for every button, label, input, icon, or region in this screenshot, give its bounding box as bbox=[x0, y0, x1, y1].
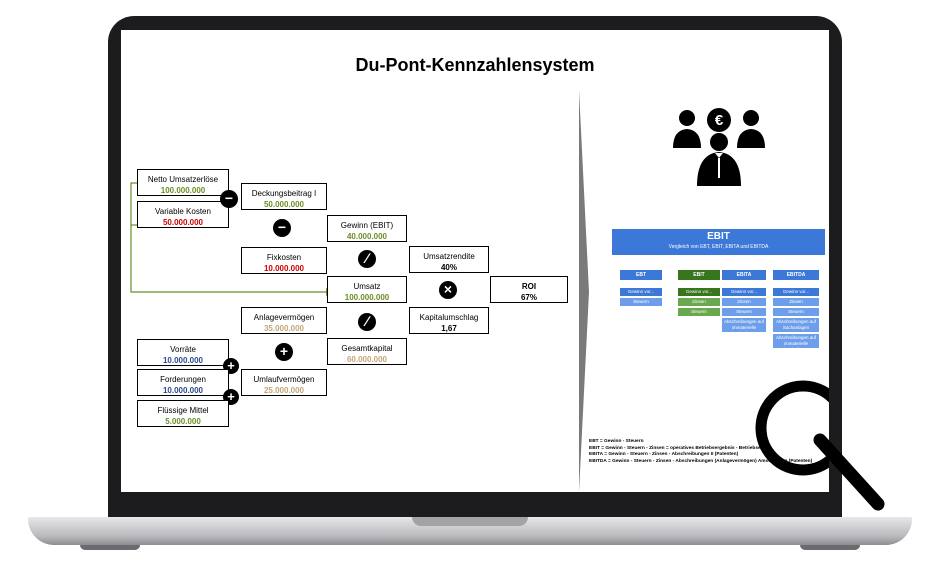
ebit-cell: Abschreibungen auf Sachanlagen bbox=[773, 318, 819, 332]
ebit-cell: Zinsen bbox=[722, 298, 766, 306]
ebit-header: EBIT Vergleich von EBT, EBIT, EBITA und … bbox=[612, 229, 825, 255]
box-forderungen: Forderungen 10.000.000 bbox=[137, 369, 229, 396]
ebit-cell: Steuern bbox=[722, 308, 766, 316]
ebit-cell: Steuern bbox=[620, 298, 662, 306]
ebit-cell: Zinsen bbox=[678, 298, 720, 306]
box-fixkosten: Fixkosten 10.000.000 bbox=[241, 247, 327, 274]
box-netto-umsatzerloese: Netto Umsatzerlöse 100.000.000 bbox=[137, 169, 229, 196]
ebit-cell: Steuern bbox=[678, 308, 720, 316]
laptop-screen: Du-Pont-Kennzahlensystem Netto Umsatzerl… bbox=[121, 30, 829, 492]
ebit-cell: Steuern bbox=[773, 308, 819, 316]
box-fluessige-mittel: Flüssige Mittel 5.000.000 bbox=[137, 400, 229, 427]
ebit-cell: Abschreibungen auf immaterielle Wirtscha… bbox=[722, 318, 766, 336]
ebit-column-header-ebt: EBT bbox=[620, 270, 662, 280]
minus-operator-icon: − bbox=[273, 219, 291, 237]
svg-text:€: € bbox=[715, 112, 724, 129]
ebit-cell: Gewinn vor... bbox=[678, 288, 720, 296]
ebit-column-header-ebita: EBITA bbox=[722, 270, 766, 280]
ebit-column-header-ebitda: EBITDA bbox=[773, 270, 819, 280]
minus-operator-icon: − bbox=[220, 190, 238, 208]
ebit-cell: Zinsen bbox=[773, 298, 819, 306]
magnifier-icon bbox=[755, 380, 829, 476]
box-vorraete: Vorräte 10.000.000 bbox=[137, 339, 229, 366]
laptop-foot-left bbox=[80, 545, 140, 550]
box-anlagevermoegen: Anlagevermögen 35.000.000 bbox=[241, 307, 327, 334]
ebit-cell: Abschreibungen auf immaterielle Wirtscha… bbox=[773, 334, 819, 352]
box-kapitalumschlag: Kapitalumschlag 1,67 bbox=[409, 307, 489, 334]
ebit-cell: Gewinn vor... bbox=[722, 288, 766, 296]
ebit-column-header-ebit: EBIT bbox=[678, 270, 720, 280]
box-roi: ROI 67% bbox=[490, 276, 568, 303]
divide-operator-icon: ∕ bbox=[358, 250, 376, 268]
laptop-notch bbox=[412, 517, 528, 526]
business-people-euro-icon: € bbox=[673, 108, 765, 186]
ebit-cell: Gewinn vor... bbox=[620, 288, 662, 296]
plus-operator-icon: + bbox=[275, 343, 293, 361]
box-gewinn-ebit: Gewinn (EBIT) 40.000.000 bbox=[327, 215, 407, 242]
ebit-formulas: EBT = Gewinn - Steuern EBIT = Gewinn - S… bbox=[589, 439, 813, 464]
ebit-cell: Gewinn vor... bbox=[773, 288, 819, 296]
slide-title: Du-Pont-Kennzahlensystem bbox=[355, 55, 595, 75]
box-variable-kosten: Variable Kosten 50.000.000 bbox=[137, 201, 229, 228]
magnifier-handle-icon bbox=[813, 433, 885, 511]
box-umsatz: Umsatz 100.000.000 bbox=[327, 276, 407, 303]
times-operator-icon: × bbox=[439, 281, 457, 299]
laptop-foot-right bbox=[800, 545, 860, 550]
box-umsatzrendite: Umsatzrendite 40% bbox=[409, 246, 489, 273]
divide-operator-icon: ∕ bbox=[358, 313, 376, 331]
box-deckungsbeitrag: Deckungsbeitrag I 50.000.000 bbox=[241, 183, 327, 210]
box-umlaufvermoegen: Umlaufvermögen 25.000.000 bbox=[241, 369, 327, 396]
box-gesamtkapital: Gesamtkapital 60.000.000 bbox=[327, 338, 407, 365]
